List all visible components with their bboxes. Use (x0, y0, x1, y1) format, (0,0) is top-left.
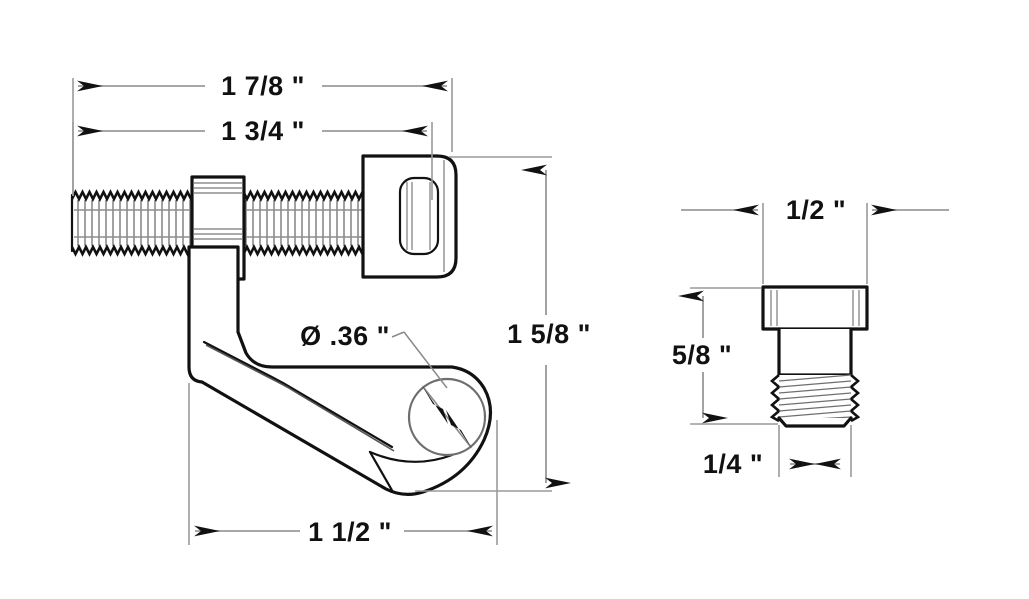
dia-arrow-lower (446, 410, 473, 450)
tip-head-shading (770, 290, 860, 326)
dimension-tip-height: 5/8 " (672, 287, 778, 425)
dimension-base-width: 1 1/2 " (188, 383, 498, 547)
dia-arrow-upper (421, 384, 448, 424)
dia-leader-line (403, 331, 448, 389)
dimension-shoulder-length: 1 3/4 " (72, 116, 433, 200)
dimension-overall-height: 1 5/8 " (415, 156, 591, 492)
dim-label-base-width: 1 1/2 " (308, 517, 392, 547)
dim-label-hole-diameter: Ø .36 " (300, 321, 390, 351)
hook-chamfer-line (368, 450, 395, 494)
tip-head-rect (761, 285, 869, 331)
hook-fold-line (202, 340, 394, 449)
dia-inner-dimline (423, 387, 471, 447)
hook-fold-line-2 (205, 344, 395, 452)
tip-shank (777, 327, 853, 377)
head-pin-shading (406, 182, 431, 250)
dia-leader-tail (391, 331, 405, 338)
hook-inner-curve (368, 450, 454, 463)
dim-label-overall-length: 1 7/8 " (221, 71, 305, 101)
tip-thread-bottom (777, 416, 853, 428)
bracket-hook-arm (187, 245, 493, 496)
head-inner-pin (398, 176, 440, 256)
tip-thread-helix (778, 374, 852, 422)
hook-outline (187, 245, 493, 496)
dim-label-tip-thread-width: 1/4 " (703, 449, 763, 479)
detail-view-threaded-tip: 1/2 " 5/8 " 1/4 " (672, 195, 949, 479)
dim-label-tip-head-width: 1/2 " (786, 195, 846, 225)
tip-thread-section (769, 374, 861, 428)
dimension-tip-thread-width: 1/4 " (703, 425, 852, 479)
tip-shank-outline (777, 327, 853, 377)
dim-label-shoulder-length: 1 3/4 " (221, 116, 305, 146)
collar-shading (194, 182, 242, 240)
dimension-tip-head-width: 1/2 " (681, 195, 949, 284)
dim-label-tip-height: 5/8 " (672, 340, 732, 370)
tip-head (761, 285, 869, 331)
head-block-outline (361, 154, 458, 279)
dimension-hole-diameter: Ø .36 " (300, 321, 473, 450)
hook-hole (407, 377, 487, 457)
dim-label-overall-height: 1 5/8 " (507, 319, 591, 349)
bracket-head-block (361, 154, 458, 279)
main-view-hinge-pin-bracket: 1 7/8 " 1 3/4 " 1 5/8 " (70, 71, 591, 547)
